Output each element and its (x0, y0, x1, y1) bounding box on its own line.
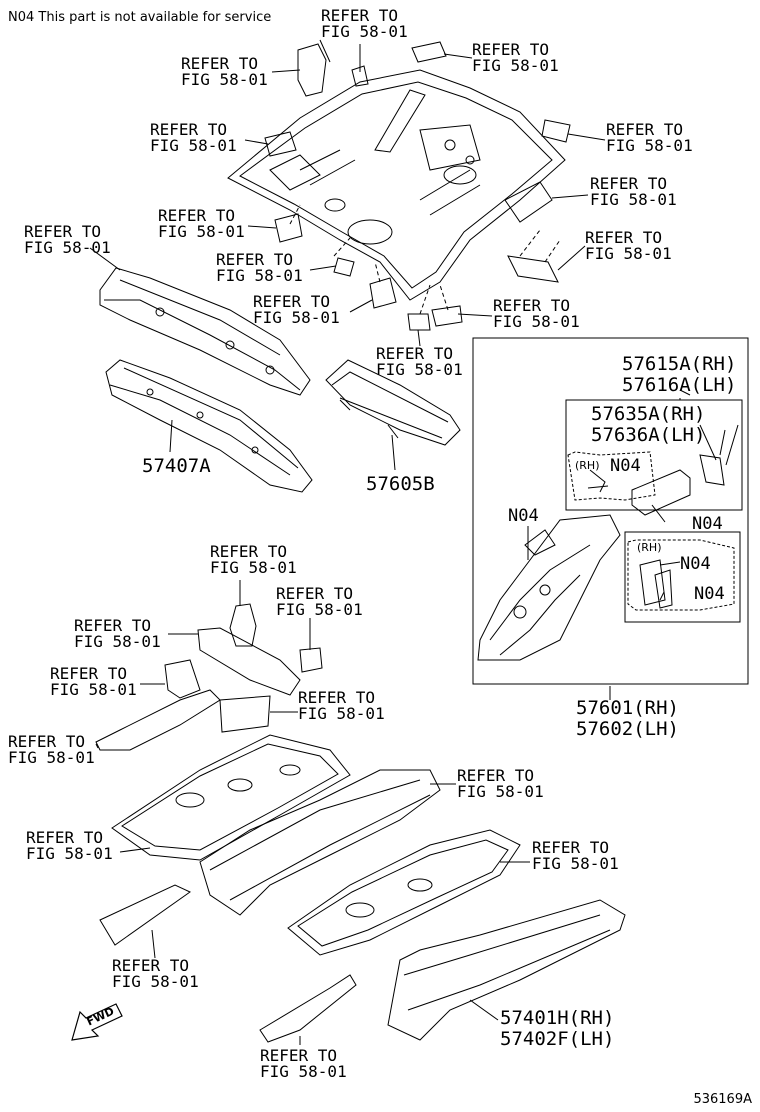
dashed-connectors (289, 204, 561, 315)
service-note: N04 This part is not available for servi… (8, 10, 272, 25)
side-member-rear-drawing (477, 514, 621, 661)
crossmember-upper-drawing (99, 267, 311, 396)
part-number-57635A-57636A[interactable]: 57635A(RH)57636A(LH) (591, 403, 706, 446)
rh-tag-2: (RH) (637, 541, 662, 554)
illustration-code: 536169A (693, 1092, 752, 1107)
n04-mark-4: N04 (680, 554, 711, 574)
n04-mark-1: N04 (610, 456, 641, 476)
front-floor-pan-right-drawing (287, 829, 521, 956)
part-number-57407A[interactable]: 57407A (142, 455, 211, 477)
crossmember-57605B-drawing (325, 359, 461, 446)
part-number-57601-57602[interactable]: 57601(RH)57602(LH) (576, 697, 679, 740)
crossmember-57407A-drawing (105, 359, 313, 493)
rh-tag-1: (RH) (575, 459, 600, 472)
assembly-group-box (472, 337, 749, 685)
n04-mark-2: N04 (508, 506, 539, 526)
floor-tunnel-drawing (199, 769, 441, 916)
n04-mark-3: N04 (692, 514, 723, 534)
side-member-57401H-drawing (387, 899, 626, 1041)
front-floor-pan-left-drawing (111, 734, 351, 861)
leader-lines (89, 39, 726, 1045)
part-number-57401H-57402F[interactable]: 57401H(RH)57402F(LH) (500, 1007, 615, 1050)
part-number-57605B[interactable]: 57605B (366, 473, 435, 495)
rear-floor-pan-drawing (227, 69, 566, 301)
part-number-57615A-57616A[interactable]: 57615A(RH)57616A(LH) (622, 353, 737, 396)
fwd-arrow-icon (71, 1003, 123, 1041)
n04-mark-5: N04 (694, 584, 725, 604)
